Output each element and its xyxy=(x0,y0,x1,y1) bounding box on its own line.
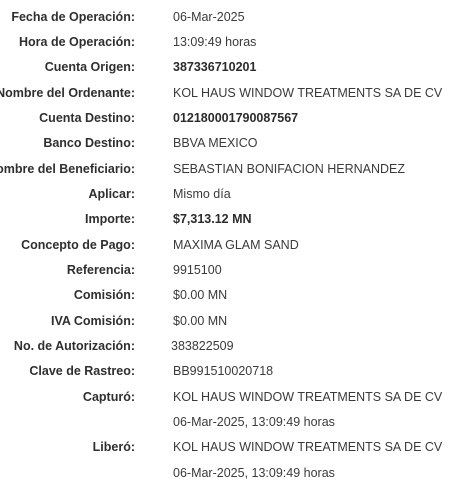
value-hora-operacion: 13:09:49 horas xyxy=(173,35,257,49)
label-capturo: Capturó: xyxy=(82,390,135,404)
label-no-autorizacion: No. de Autorización: xyxy=(13,339,135,353)
row-fecha-operacion: Fecha de Operación: 06-Mar-2025 xyxy=(0,6,467,28)
row-aplicar: Aplicar: Mismo día xyxy=(0,183,467,205)
row-clave-rastreo: Clave de Rastreo: BB991510020718 xyxy=(0,360,467,382)
row-nombre-ordenante: Nombre del Ordenante: KOL HAUS WINDOW TR… xyxy=(0,82,467,104)
label-nombre-ordenante: Nombre del Ordenante: xyxy=(0,86,135,100)
row-cuenta-destino: Cuenta Destino: 012180001790087567 xyxy=(0,107,467,129)
label-aplicar: Aplicar: xyxy=(88,187,135,201)
row-concepto-pago: Concepto de Pago: MAXIMA GLAM SAND xyxy=(0,234,467,256)
label-fecha-operacion: Fecha de Operación: xyxy=(11,10,135,24)
label-libero: Liberó: xyxy=(92,440,135,454)
row-no-autorizacion: No. de Autorización: 383822509 xyxy=(0,335,467,357)
value-cuenta-destino: 012180001790087567 xyxy=(173,111,299,125)
label-clave-rastreo: Clave de Rastreo: xyxy=(29,364,135,378)
row-nombre-beneficiario: Nombre del Beneficiario: SEBASTIAN BONIF… xyxy=(0,158,467,180)
row-libero-fecha: 06-Mar-2025, 13:09:49 horas xyxy=(0,462,467,484)
label-referencia: Referencia: xyxy=(66,263,135,277)
row-referencia: Referencia: 9915100 xyxy=(0,259,467,281)
row-cuenta-origen: Cuenta Origen: 387336710201 xyxy=(0,56,467,78)
value-libero-fecha: 06-Mar-2025, 13:09:49 horas xyxy=(173,466,335,480)
value-cuenta-origen: 387336710201 xyxy=(173,60,257,74)
label-hora-operacion: Hora de Operación: xyxy=(19,35,135,49)
value-fecha-operacion: 06-Mar-2025 xyxy=(173,10,245,24)
row-importe: Importe: $7,313.12 MN xyxy=(0,208,467,230)
value-comision: $0.00 MN xyxy=(173,288,228,302)
row-iva-comision: IVA Comisión: $0.00 MN xyxy=(0,310,467,332)
value-iva-comision: $0.00 MN xyxy=(173,314,228,328)
label-comision: Comisión: xyxy=(73,288,135,302)
value-referencia: 9915100 xyxy=(173,263,222,277)
value-aplicar: Mismo día xyxy=(173,187,231,201)
value-importe: $7,313.12 MN xyxy=(173,212,252,226)
value-banco-destino: BBVA MEXICO xyxy=(173,136,258,150)
row-capturo: Capturó: KOL HAUS WINDOW TREATMENTS SA D… xyxy=(0,386,467,408)
value-no-autorizacion: 383822509 xyxy=(171,339,234,353)
row-libero: Liberó: KOL HAUS WINDOW TREATMENTS SA DE… xyxy=(0,436,467,458)
row-banco-destino: Banco Destino: BBVA MEXICO xyxy=(0,132,467,154)
value-nombre-ordenante: KOL HAUS WINDOW TREATMENTS SA DE CV xyxy=(173,86,443,100)
label-cuenta-destino: Cuenta Destino: xyxy=(39,111,135,125)
label-iva-comision: IVA Comisión: xyxy=(50,314,135,328)
label-cuenta-origen: Cuenta Origen: xyxy=(44,60,135,74)
value-nombre-beneficiario: SEBASTIAN BONIFACION HERNANDEZ xyxy=(173,162,405,176)
row-hora-operacion: Hora de Operación: 13:09:49 horas xyxy=(0,31,467,53)
label-nombre-beneficiario: Nombre del Beneficiario: xyxy=(0,162,135,176)
value-libero: KOL HAUS WINDOW TREATMENTS SA DE CV xyxy=(173,440,443,454)
label-importe: Importe: xyxy=(85,212,135,226)
value-capturo-fecha: 06-Mar-2025, 13:09:49 horas xyxy=(173,415,335,429)
row-capturo-fecha: 06-Mar-2025, 13:09:49 horas xyxy=(0,411,467,433)
value-concepto-pago: MAXIMA GLAM SAND xyxy=(173,238,299,252)
value-clave-rastreo: BB991510020718 xyxy=(173,364,274,378)
label-concepto-pago: Concepto de Pago: xyxy=(21,238,135,252)
value-capturo: KOL HAUS WINDOW TREATMENTS SA DE CV xyxy=(173,390,443,404)
row-comision: Comisión: $0.00 MN xyxy=(0,284,467,306)
label-banco-destino: Banco Destino: xyxy=(43,136,135,150)
